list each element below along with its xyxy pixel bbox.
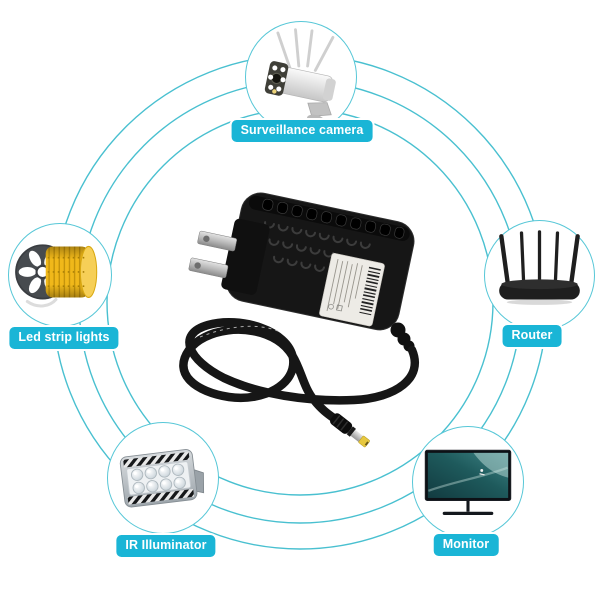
monitor-icon bbox=[424, 449, 512, 515]
label-monitor: Monitor bbox=[431, 532, 501, 558]
label-surveillance-camera: Surveillance camera bbox=[229, 118, 375, 144]
yellow-dc-tip bbox=[358, 435, 370, 448]
strain-relief bbox=[390, 322, 415, 352]
cable-print bbox=[199, 325, 279, 338]
adapter-body bbox=[188, 192, 415, 331]
barcode bbox=[359, 266, 381, 316]
adapter-spec-label bbox=[319, 253, 385, 327]
power-cable bbox=[179, 318, 419, 424]
dc-connector bbox=[330, 413, 370, 448]
node-monitor bbox=[412, 426, 524, 538]
us-plug bbox=[188, 218, 270, 295]
label-router: Router bbox=[500, 323, 564, 349]
node-ir-illuminator bbox=[107, 422, 219, 534]
node-router bbox=[484, 220, 595, 331]
node-surveillance-camera bbox=[245, 21, 357, 133]
label-led-strip-lights: Led strip lights bbox=[7, 325, 121, 351]
yellow-led-coil bbox=[45, 245, 98, 298]
ir-illuminator-icon bbox=[119, 449, 205, 508]
router-icon bbox=[499, 230, 580, 305]
node-led-strip-lights bbox=[8, 223, 112, 327]
router-antennas bbox=[499, 230, 580, 287]
surveillance-camera-icon bbox=[264, 28, 336, 125]
label-ir-illuminator: IR Illuminator bbox=[114, 533, 218, 559]
led-strip-reel-icon bbox=[15, 244, 98, 308]
